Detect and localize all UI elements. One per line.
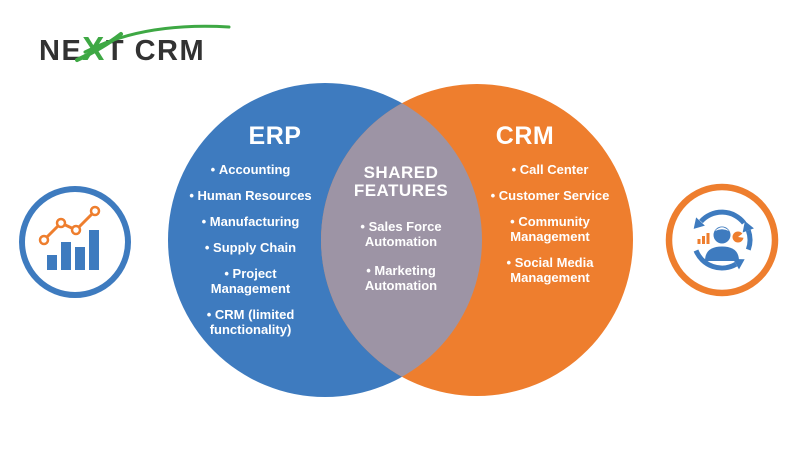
erp-feature-item: Supply Chain: [168, 240, 333, 255]
customer-lifecycle-icon: [665, 183, 779, 297]
crm-feature-item: Community Management: [496, 214, 604, 244]
shared-overlap-region: [321, 84, 482, 396]
crm-feature-item: Customer Service: [470, 188, 630, 203]
erp-feature-item: Manufacturing: [168, 214, 333, 229]
shared-feature-list: Sales Force Automation Marketing Automat…: [346, 219, 456, 304]
next-crm-logo: NEXT CRM: [33, 18, 233, 72]
shared-feature-item: Marketing Automation: [347, 263, 455, 293]
logo-part-ne: NE: [39, 35, 83, 67]
shared-features-title: SHARED FEATURES: [353, 163, 449, 200]
cycle-arrows-icon: [693, 209, 754, 271]
bar-chart-growth-icon: [19, 186, 131, 298]
shared-feature-item: Sales Force Automation: [347, 219, 455, 249]
erp-feature-item: Accounting: [168, 162, 333, 177]
crm-feature-list: Call Center Customer Service Community M…: [470, 162, 630, 296]
crm-feature-item: Call Center: [470, 162, 630, 177]
logo-part-tcrm: T CRM: [105, 35, 206, 67]
erp-title: ERP: [248, 122, 302, 150]
erp-feature-item: Project Management: [206, 266, 296, 296]
bar-chart-bars: [47, 230, 99, 270]
trend-line: [38, 205, 101, 246]
erp-feature-item: Human Resources: [168, 188, 333, 203]
erp-feature-list: Accounting Human Resources Manufacturing…: [168, 162, 333, 348]
mini-bar-chart-icon: [697, 233, 710, 244]
logo-swoosh-icon: [75, 24, 231, 62]
person-icon: [705, 226, 739, 261]
crm-feature-item: Social Media Management: [496, 255, 604, 285]
mini-pie-chart-icon: [732, 231, 745, 243]
crm-title: CRM: [495, 122, 555, 150]
erp-feature-item: CRM (limited functionality): [192, 307, 310, 337]
badge-ring: [19, 186, 131, 298]
